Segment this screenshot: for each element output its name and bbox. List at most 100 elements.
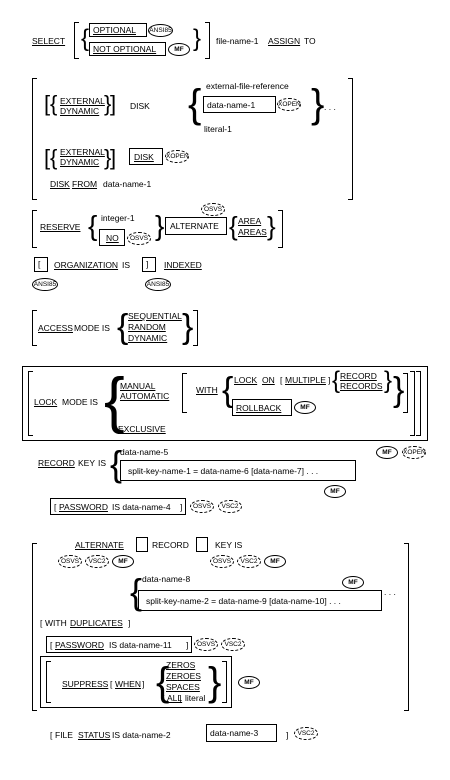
no-keyword: NO xyxy=(106,233,119,243)
all-bracket-close: ] xyxy=(179,693,182,703)
organization-keyword: ORGANIZATION xyxy=(54,260,119,270)
password-2-keyword: PASSWORD xyxy=(55,640,104,650)
disk2-brace: { xyxy=(50,145,58,170)
disk1-disk: DISK xyxy=(130,101,150,111)
select-keyword: SELECT xyxy=(32,36,66,46)
lock-brace: { xyxy=(104,366,125,435)
data-name-3-box xyxy=(206,724,277,742)
random-keyword: RANDOM xyxy=(128,322,166,332)
mf-badge-rollback: MF xyxy=(294,401,316,414)
with-duplicates-with: WITH xyxy=(45,618,67,628)
lock-bracket-right-2 xyxy=(416,371,421,436)
alt-ellipsis: . . . xyxy=(384,587,396,597)
mf-badge-alt-2: MF xyxy=(264,555,286,568)
disk1-ellipsis: . . . xyxy=(324,102,336,112)
disk1-dynamic: DYNAMIC xyxy=(60,106,100,116)
optional-keyword: OPTIONAL xyxy=(93,25,136,35)
disk2-box xyxy=(129,148,163,165)
data-name-5: data-name-5 xyxy=(120,447,169,457)
password-box-1 xyxy=(50,498,186,515)
reserve-bracket-left xyxy=(32,210,37,248)
indexed-keyword: INDEXED xyxy=(164,260,202,270)
password-2-bracket-open: [ xyxy=(50,640,53,650)
vsc2-badge-alt-1: VSC2 xyxy=(85,555,109,568)
integer-1: integer-1 xyxy=(101,213,135,223)
xopen-badge-1: XOPEN xyxy=(277,98,301,111)
lock-bracket-left xyxy=(28,371,33,436)
record-brace: { xyxy=(332,367,341,394)
record-brace-close: } xyxy=(384,367,393,394)
access-keyword: ACCESS xyxy=(38,323,73,333)
vsc2-badge-password-2: VSC2 xyxy=(221,638,245,651)
vsc2-badge-alt-2: VSC2 xyxy=(237,555,261,568)
alt-key-is: KEY IS xyxy=(215,540,243,550)
disk1-ref-brace-close: } xyxy=(311,82,325,126)
disk-bracket-right xyxy=(348,78,353,200)
with-keyword: WITH xyxy=(196,385,218,395)
with-brace-close: } xyxy=(393,371,405,409)
disk2-dynamic: DYNAMIC xyxy=(60,157,100,167)
disk1-ref-brace: { xyxy=(188,82,202,126)
automatic-keyword: AUTOMATIC xyxy=(120,391,170,401)
mf-badge-suppress: MF xyxy=(238,676,260,689)
lock-frame xyxy=(22,366,428,441)
disk3-disk: DISK xyxy=(50,179,70,189)
disk1-external: EXTERNAL xyxy=(60,96,105,106)
zeroes-keyword: ZEROES xyxy=(166,671,201,681)
disk1-bracket: [ xyxy=(44,91,51,116)
disk1-bracket-close: ] xyxy=(110,91,117,116)
alt-key-brace: { xyxy=(130,571,143,612)
suppress-brace-close: } xyxy=(208,660,222,704)
access-brace-close: } xyxy=(182,308,194,346)
multiple-keyword: MULTIPLE xyxy=(285,375,326,385)
areas-keyword: AREAS xyxy=(238,227,267,237)
org-bracket-box xyxy=(34,257,48,272)
record-keyword: RECORD xyxy=(38,458,75,468)
with-brace: { xyxy=(222,371,234,409)
split-key-name-1: split-key-name-1 = data-name-6 [data-nam… xyxy=(128,466,319,476)
record-key-brace: { xyxy=(110,443,123,484)
file-name-1: file-name-1 xyxy=(216,36,259,46)
split-key-box-2 xyxy=(138,590,382,611)
area-brace: { xyxy=(229,211,238,241)
ansi85-badge-org-1: ANSI85 xyxy=(32,278,58,291)
password-1-bracket-open: [ xyxy=(54,502,57,512)
multiple-bracket-open: [ xyxy=(280,375,283,385)
org-is: IS xyxy=(122,260,131,270)
spaces-keyword: SPACES xyxy=(166,682,200,692)
disk1-brace: { xyxy=(50,91,58,116)
disk-bracket-left xyxy=(32,78,37,200)
data-name-1-box xyxy=(203,96,276,113)
osvs-badge-password-2: OSVS xyxy=(194,638,218,651)
alt-record-bracket-box xyxy=(136,537,148,552)
org-bracket-close-box xyxy=(142,257,156,272)
mf-badge-record-key: MF xyxy=(376,446,398,459)
lock-keyword: LOCK xyxy=(34,397,58,407)
xopen-badge-2: XOPEN xyxy=(165,150,189,163)
osvs-badge-reserve: OSVS xyxy=(127,232,151,245)
alternate-keyword: ALTERNATE xyxy=(170,221,219,231)
password-box-2 xyxy=(46,636,192,653)
mf-badge-alt-1: MF xyxy=(112,555,134,568)
access-mode-is: MODE IS xyxy=(74,323,110,333)
data-name-1: data-name-1 xyxy=(207,100,256,110)
password-1-bracket-close: ] xyxy=(180,502,183,512)
disk3-from: FROM xyxy=(72,179,98,189)
osvs-badge-alt-2: OSVS xyxy=(210,555,234,568)
area-brace-close: } xyxy=(267,211,276,241)
record-key-is: IS xyxy=(98,458,107,468)
lock-bracket-right-1 xyxy=(410,371,415,436)
area-keyword: AREA xyxy=(238,216,262,226)
org-bracket-glyph: [ xyxy=(38,259,41,269)
assign-keyword: ASSIGN xyxy=(268,36,301,46)
ansi85-badge: ANSI85 xyxy=(148,24,173,37)
org-bracket-close-glyph: ] xyxy=(146,259,149,269)
all-keyword: ALL xyxy=(167,693,183,703)
with-bracket-left xyxy=(182,373,187,413)
rollback-keyword: ROLLBACK xyxy=(236,403,282,413)
no-box xyxy=(99,229,125,246)
password-1-keyword: PASSWORD xyxy=(59,502,108,512)
disk1-brace-close: } xyxy=(104,91,112,116)
multiple-bracket-close: ] xyxy=(328,375,331,385)
when-keyword: WHEN xyxy=(115,679,141,689)
